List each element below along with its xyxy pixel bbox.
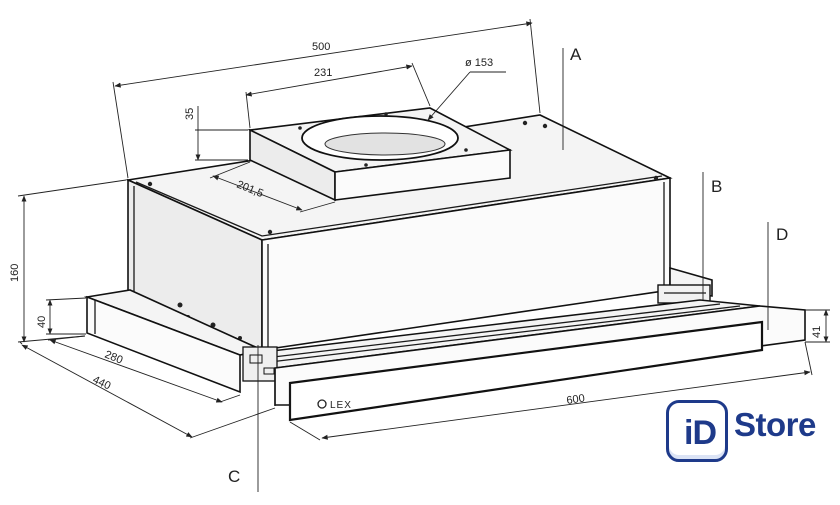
dimension-153: ø 153 [427,57,506,121]
ext-line [804,341,813,376]
ext-line [189,407,276,439]
collar-screw [364,163,368,167]
ext-line [112,81,129,179]
callout-b: B [702,172,722,300]
dim-label-440: 440 [91,374,113,393]
dimension-35: 35 [184,106,248,161]
dim-line [245,64,413,97]
callout-a: A [562,45,582,150]
duct-collar [247,107,513,202]
rail-slot [263,367,275,375]
callout-label-a: A [570,45,582,64]
dimension-231: 231 [245,62,431,129]
store-logo-badge-text: iD [684,414,717,452]
callout-label-c: C [228,467,240,486]
store-logo-word: Store [734,406,816,443]
ext-line [17,179,127,197]
right-flange [657,266,713,304]
product-logo-text: LEX [330,400,352,411]
ext-line [529,18,541,114]
ext-line [19,341,23,345]
dim-label-500: 500 [312,41,330,53]
ext-line [45,297,87,301]
tray-rail-line [264,303,721,359]
callout-label-d: D [776,225,788,244]
dim-label-280: 280 [103,349,125,367]
dim-label-600: 600 [566,393,586,407]
body-inner-edge [135,175,663,237]
ext-line [245,91,251,129]
collar-screw [384,112,388,116]
dimension-440: 440 [19,341,276,439]
collar-front-face [334,149,511,201]
dim-label-35: 35 [184,108,196,120]
dim-label-231: 231 [314,67,332,79]
dimension-40: 40 [36,297,87,335]
store-logo: iD Store [666,400,830,462]
dim-line [114,21,533,88]
callout-label-b: B [711,177,722,196]
dim-label-40: 40 [36,316,48,328]
dim-line [21,344,193,438]
screw [653,175,659,181]
ext-line [219,394,241,403]
tray-rail-line [269,305,741,363]
dim-label-160: 160 [9,264,21,282]
ext-line [289,421,321,441]
screw [522,120,528,126]
ext-line [299,201,336,213]
rail-slot [249,354,263,364]
side-hole [210,322,216,328]
ext-line [411,62,431,107]
side-hole [177,302,183,308]
dim-label-153: ø 153 [465,57,493,69]
duct-inner [324,132,446,156]
store-logo-badge: iD [666,400,728,462]
collar-screw [464,148,468,152]
dim-label-41: 41 [811,326,823,338]
dimension-41: 41 [805,309,830,343]
dimension-500: 500 [112,18,541,179]
callout-c: C [228,345,259,492]
ext-line [209,161,251,179]
dimension-600: 600 [289,341,813,441]
screw [542,123,548,129]
collar-screw [298,126,302,130]
dim-line [321,370,811,440]
screw [147,181,153,187]
left-rail-block [242,346,278,382]
leader-line [427,71,471,121]
ext-line [47,335,86,341]
dim-line [212,175,303,211]
callout-d: D [767,222,788,330]
screw [267,229,273,235]
